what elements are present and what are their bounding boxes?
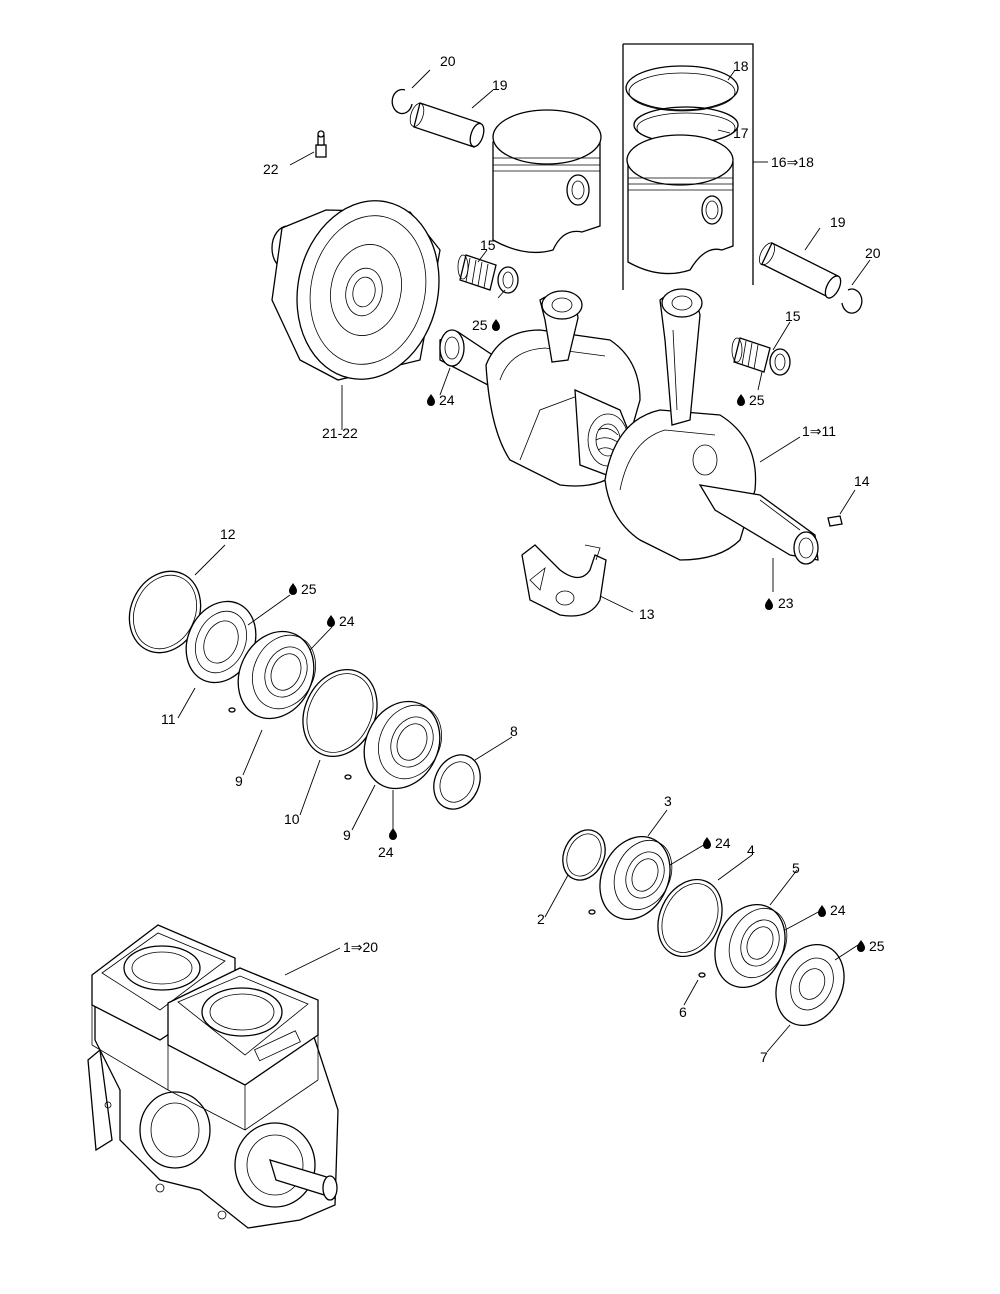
piston-rings: [625, 65, 739, 144]
label-20-left: 20: [440, 53, 456, 69]
shim-2: [562, 829, 606, 881]
shim-8: [433, 754, 481, 810]
oil-drop-icon: [492, 319, 500, 331]
piston-kit-bracket: [622, 43, 768, 290]
woodruff-key: [827, 515, 843, 527]
oil-drop-icon: [389, 828, 397, 840]
label-22: 22: [263, 161, 279, 177]
label-2: 2: [537, 911, 545, 927]
label-19-right: 19: [830, 214, 846, 230]
ring-4: [657, 878, 723, 958]
label-25-right: 25: [749, 392, 765, 408]
label-9-lower: 9: [343, 827, 351, 843]
oil-drop-icon: [765, 598, 773, 610]
label-23: 23: [778, 595, 794, 611]
label-25-mid: 25: [301, 581, 317, 597]
label-24-mag-a: 24: [715, 835, 731, 851]
pin-6: [698, 972, 706, 978]
oil-drop-icon: [703, 837, 711, 849]
ball-bearing-3: [599, 835, 673, 921]
label-8: 8: [510, 723, 518, 739]
label-14: 14: [854, 473, 870, 489]
label-3: 3: [664, 793, 672, 809]
label-24-upper: 24: [439, 392, 455, 408]
label-24-mid: 24: [339, 613, 355, 629]
ball-bearing-9-upper: [237, 630, 316, 720]
pin-9-lower: [344, 774, 352, 780]
label-11: 11: [161, 711, 176, 727]
crankshaft: [439, 288, 819, 565]
label-24-mag-b: 24: [830, 902, 846, 918]
label-25-mag: 25: [869, 938, 885, 954]
label-4: 4: [747, 842, 755, 858]
leader-lines: [177, 69, 871, 1053]
label-24-lower: 24: [378, 844, 394, 860]
circlip-left: [391, 88, 413, 115]
label-18: 18: [733, 58, 749, 74]
oil-drop-icon: [327, 615, 335, 627]
wrist-pin-bearing-left: [457, 254, 519, 294]
label-13: 13: [639, 606, 655, 622]
piston-right: [626, 134, 734, 275]
oil-drop-icon: [857, 940, 865, 952]
oil-drop-icon: [818, 905, 826, 917]
oil-seal-7: [775, 943, 845, 1027]
oil-drop-icon: [289, 583, 297, 595]
label-12: 12: [220, 526, 236, 542]
piston-left: [492, 109, 602, 254]
label-21-22: 21-22: [322, 425, 358, 441]
flywheel: [271, 200, 441, 381]
ball-bearing-5: [714, 903, 788, 989]
bearing-retainer: [521, 544, 607, 617]
wrist-pin-bearing-right: [731, 337, 791, 376]
pin-9-upper: [228, 707, 236, 713]
label-20-right: 20: [865, 245, 881, 261]
grease-fitting: [315, 130, 327, 158]
circlip-right: [841, 288, 863, 314]
label-16-18: 16⇒18: [771, 154, 814, 170]
piston-pin-right: [758, 242, 842, 299]
part-labels: 20 19 22 18 17 16⇒18 19 20 15 25 15 24 2…: [161, 53, 885, 1065]
engine-block: [87, 924, 339, 1229]
ball-bearing-9-lower: [363, 700, 442, 790]
piston-pin-left: [409, 102, 485, 148]
label-7: 7: [760, 1049, 768, 1065]
label-9-upper: 9: [235, 773, 243, 789]
label-1-11: 1⇒11: [802, 423, 836, 439]
label-19-left: 19: [492, 77, 508, 93]
label-5: 5: [792, 860, 800, 876]
label-25-upper: 25: [472, 317, 488, 333]
label-1-20: 1⇒20: [343, 939, 378, 955]
oil-drop-icon: [737, 394, 745, 406]
label-15-right: 15: [785, 308, 801, 324]
oil-drop-icon: [427, 394, 435, 406]
label-15-left: 15: [480, 237, 496, 253]
label-10: 10: [284, 811, 300, 827]
label-17: 17: [733, 125, 749, 141]
pin-2-small: [588, 909, 596, 915]
label-6: 6: [679, 1004, 687, 1020]
